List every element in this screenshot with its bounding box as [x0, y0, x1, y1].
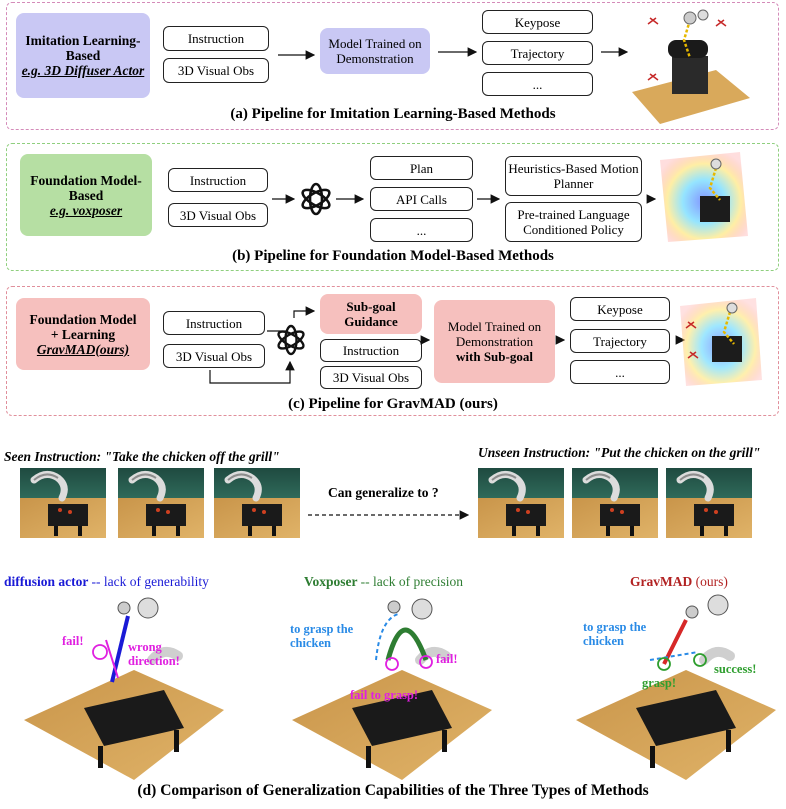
panel-b-out-more: ...: [370, 218, 473, 242]
panel-c-method-title: Foundation Model + Learning: [29, 311, 137, 342]
panel-b-method-title: Foundation Model-Based: [30, 172, 142, 203]
arrow-c-2: [209, 360, 295, 384]
panel-b-robot-scene: [660, 152, 748, 242]
panel-c-out-trajectory: Trajectory: [570, 329, 670, 353]
m3-grasp-label: to grasp the chicken: [583, 620, 647, 648]
m1-desc: -- lack of generability: [91, 574, 209, 589]
m1-header: diffusion actor -- lack of generability: [4, 575, 209, 589]
m2-fail-label: fail!: [436, 652, 458, 666]
panel-a-caption: (a) Pipeline for Imitation Learning-Base…: [230, 106, 556, 122]
panel-a-input-visual: 3D Visual Obs: [163, 58, 269, 83]
panel-b-out-api: API Calls: [370, 187, 473, 211]
panel-a: [6, 2, 779, 130]
panel-a-out-more: ...: [482, 72, 593, 96]
panel-b-caption: (b) Pipeline for Foundation Model-Based …: [232, 248, 554, 264]
panel-a-input-instruction: Instruction: [163, 26, 269, 51]
panel-b-input-instruction: Instruction: [168, 168, 268, 192]
diffusion-actor-overlay: [92, 597, 159, 683]
seen-scene-2: [118, 468, 204, 538]
unseen-scene-3: [666, 468, 752, 538]
panel-a-method-box: Imitation Learning-Based e.g. 3D Diffuse…: [16, 13, 150, 98]
panel-c-model-line2: with Sub-goal: [456, 349, 533, 364]
panel-c-out-more: ...: [570, 360, 670, 384]
panel-c-robot-scene: [680, 298, 762, 386]
seen-scene-1: [20, 468, 106, 538]
gravmad-overlay: [649, 594, 729, 671]
m2-grasp-label: to grasp the chicken: [290, 622, 354, 650]
m2-header: Voxposer -- lack of precision: [304, 575, 463, 589]
panel-c-mid-instruction: Instruction: [320, 339, 422, 362]
panel-b-planner-heuristic: Heuristics-Based Motion Planner: [505, 156, 642, 196]
generalize-question: Can generalize to ?: [328, 485, 439, 500]
unseen-scene-2: [572, 468, 658, 538]
panel-a-out-trajectory: Trajectory: [482, 41, 593, 65]
m1-name: diffusion actor: [4, 574, 89, 589]
m1-wrong-label: wrong direction!: [128, 640, 180, 668]
m2-name: Voxposer: [304, 574, 358, 589]
panel-c-model-box: Model Trained on Demonstration with Sub-…: [434, 300, 555, 383]
unseen-instruction-label: Unseen Instruction: "Put the chicken on …: [478, 445, 761, 460]
m1-fail-label: fail!: [62, 634, 84, 648]
voxposer-scene: [292, 652, 492, 780]
diffusion-actor-scene: [24, 652, 224, 780]
panel-b-planner-policy: Pre-trained Language Conditioned Policy: [505, 202, 642, 242]
panel-d-caption: (d) Comparison of Generalization Capabil…: [137, 782, 649, 799]
unseen-scene-1: [478, 468, 564, 538]
arrow-c-3: [293, 306, 316, 318]
panel-c: [6, 286, 779, 416]
m3-graspok-label: grasp!: [642, 676, 677, 690]
panel-a-model-box: Model Trained on Demonstration: [320, 28, 430, 74]
seen-scene-3: [214, 468, 300, 538]
foundation-model-logo-icon: [277, 324, 305, 356]
panel-c-mid-visual: 3D Visual Obs: [320, 366, 422, 389]
panel-a-out-keypose: Keypose: [482, 10, 593, 34]
panel-b-method-box: Foundation Model-Based e.g. voxposer: [20, 154, 152, 236]
panel-a-robot-scene: [632, 9, 750, 124]
panel-b-input-visual: 3D Visual Obs: [168, 203, 268, 227]
m3-success-label: success!: [714, 662, 757, 676]
panel-c-out-keypose: Keypose: [570, 297, 670, 321]
panel-a-method-title: Imitation Learning-Based: [25, 33, 141, 63]
m3-desc: (ours): [695, 574, 728, 589]
voxposer-overlay: [375, 598, 433, 671]
panel-b: [6, 143, 779, 271]
pipeline-arrows-layer: [209, 9, 762, 386]
panel-c-input-visual: 3D Visual Obs: [163, 344, 265, 368]
m2-failgrasp-label: fail to grasp!: [350, 688, 419, 702]
m2-desc: -- lack of precision: [360, 574, 463, 589]
panel-c-subgoal-box: Sub-goal Guidance: [320, 294, 422, 334]
foundation-model-logo-icon: [301, 182, 331, 216]
panel-a-method-example: e.g. 3D Diffuser Actor: [21, 63, 145, 78]
panel-b-out-plan: Plan: [370, 156, 473, 180]
panel-c-method-box: Foundation Model + Learning GravMAD(ours…: [16, 298, 150, 370]
seen-instruction-label: Seen Instruction: "Take the chicken off …: [4, 449, 280, 464]
panel-c-caption: (c) Pipeline for GravMAD (ours): [288, 396, 498, 412]
panel-c-model-line1: Model Trained on Demonstration: [447, 319, 542, 349]
panel-c-method-example: GravMAD(ours): [36, 341, 130, 357]
panel-b-method-example: e.g. voxposer: [49, 202, 123, 218]
m3-header: GravMAD (ours): [630, 575, 728, 589]
panel-c-input-instruction: Instruction: [163, 311, 265, 335]
m3-name: GravMAD: [630, 574, 693, 589]
